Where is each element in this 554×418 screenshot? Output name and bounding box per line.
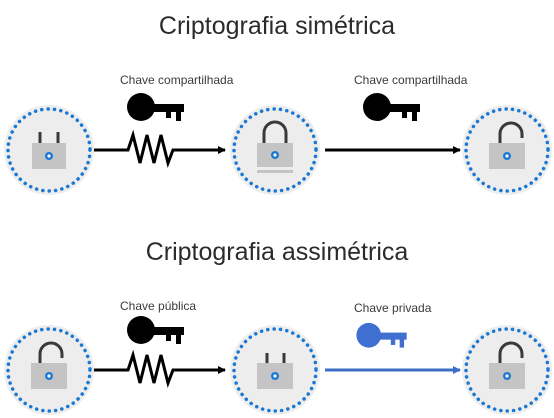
symmetric-title: Criptografia simétrica — [158, 12, 396, 40]
shared-key-label-1: Chave compartilhada — [120, 73, 234, 87]
encrypted-node — [230, 325, 320, 415]
receiver-node — [462, 105, 552, 195]
key-icon — [363, 93, 420, 121]
sender-node — [4, 325, 94, 415]
shared-key-label-2: Chave compartilhada — [354, 73, 468, 87]
key-icon — [127, 93, 184, 121]
unlocked-padlock-icon — [31, 341, 67, 389]
unlocked-padlock-icon — [489, 341, 525, 389]
locked-padlock-icon — [257, 120, 293, 173]
unlocked-padlock-icon — [489, 121, 525, 169]
encrypted-node — [230, 105, 320, 195]
asymmetric-title: Criptografia assimétrica — [145, 238, 409, 266]
public-key-label: Chave pública — [120, 299, 197, 313]
asymmetric-encrypt-arrow — [93, 349, 226, 388]
key-icon — [127, 316, 184, 344]
unlocked-padlock-icon — [32, 132, 66, 169]
locked-padlock-icon — [257, 353, 293, 389]
key-icon — [356, 322, 407, 348]
sender-node — [4, 105, 94, 195]
private-key-label: Chave privada — [354, 301, 432, 315]
receiver-node — [462, 325, 552, 415]
symmetric-encrypt-arrow — [93, 129, 226, 168]
